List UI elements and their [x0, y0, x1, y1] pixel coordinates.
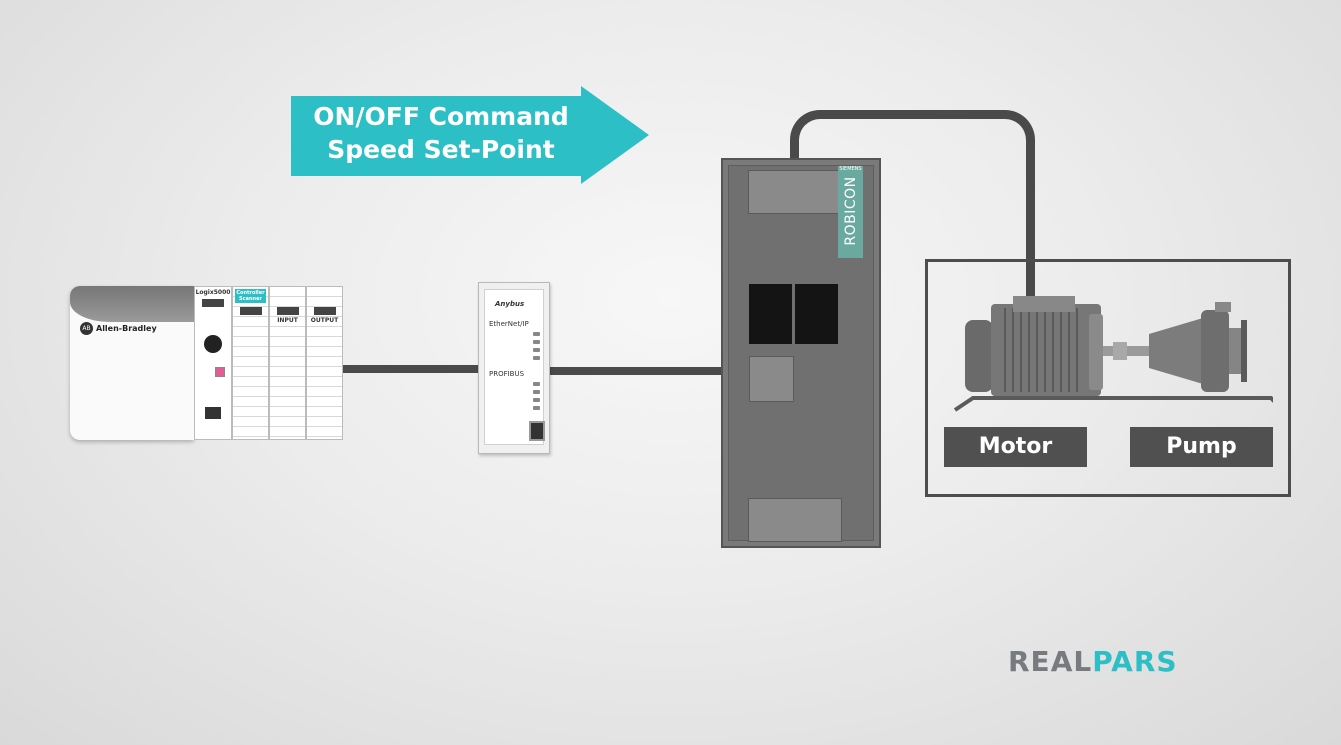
gateway-face: Anybus EtherNet/IP PROFIBUS — [484, 289, 544, 445]
realpars-logo: REALPARS — [1008, 645, 1178, 678]
logo-part-pars: PARS — [1092, 645, 1178, 678]
key-switch-icon — [204, 335, 222, 353]
controller-display — [202, 299, 224, 307]
led-icon — [533, 332, 540, 336]
scanner-tag: Controller Scanner — [235, 289, 266, 303]
arrow-line-2: Speed Set-Point — [327, 135, 555, 164]
motor-label: Motor — [944, 427, 1087, 467]
led-icon — [533, 356, 540, 360]
vfd-drive — [721, 158, 881, 548]
drive-display-left — [749, 284, 792, 344]
drive-bottom-vent — [748, 498, 842, 542]
input-label: INPUT — [270, 317, 305, 324]
base-rail — [953, 396, 1273, 412]
output-module: OUTPUT — [306, 286, 343, 440]
ethernet-port-icon — [205, 407, 221, 419]
input-module: INPUT — [269, 286, 306, 440]
pump-bearing-housing — [1149, 318, 1203, 384]
gateway-brand: Anybus — [495, 300, 525, 308]
led-icon — [533, 348, 540, 352]
drive-brand: ROBICON — [843, 176, 859, 246]
command-arrow-head — [581, 86, 649, 184]
led-icon — [533, 390, 540, 394]
led-icon — [533, 406, 540, 410]
status-indicator-icon — [215, 367, 225, 377]
plc-cover: AB Allen-Bradley — [70, 286, 194, 440]
controller-label: Logix5000 — [195, 289, 231, 296]
arrow-label: ON/OFF Command Speed Set-Point — [296, 100, 586, 166]
drive-maker: SIEMENS — [839, 166, 862, 172]
command-arrow — [291, 96, 583, 176]
wire-plc-gateway — [343, 365, 479, 373]
drive-keypad — [749, 356, 794, 402]
motor-pump-illustration — [953, 296, 1273, 412]
plc-brand: Allen-Bradley — [96, 324, 157, 333]
motor-pump-frame: Motor Pump — [925, 259, 1291, 497]
output-display — [314, 307, 336, 315]
anybus-gateway: Anybus EtherNet/IP PROFIBUS — [478, 282, 550, 454]
drive-display-right — [795, 284, 838, 344]
ethernet-label: EtherNet/IP — [489, 320, 529, 328]
drive-top-vent — [748, 170, 842, 214]
pump-inlet-flange — [1241, 320, 1247, 382]
motor-end-cap — [965, 320, 993, 392]
profibus-connector-icon — [529, 421, 545, 441]
drive-brand-strip: SIEMENS ROBICON — [838, 166, 863, 258]
terminal-box — [1013, 296, 1075, 312]
scanner-module: Controller Scanner — [232, 286, 269, 440]
motor-flange — [1089, 314, 1103, 390]
profibus-label: PROFIBUS — [489, 370, 525, 378]
input-display — [277, 307, 299, 315]
led-icon — [533, 398, 540, 402]
pump-label: Pump — [1130, 427, 1273, 467]
led-icon — [533, 340, 540, 344]
plc-cover-top — [70, 286, 194, 322]
wire-gateway-drive — [550, 367, 722, 375]
led-icon — [533, 382, 540, 386]
pump-inlet — [1229, 328, 1243, 374]
logo-part-real: REAL — [1008, 645, 1093, 678]
output-label: OUTPUT — [307, 317, 342, 324]
coupling — [1113, 342, 1127, 360]
allen-bradley-logo-icon: AB — [80, 322, 93, 335]
plc-controller: Logix5000 — [194, 286, 232, 440]
motor-fins — [1004, 308, 1078, 392]
scanner-display — [240, 307, 262, 315]
scanner-label: Controller Scanner — [236, 290, 265, 302]
arrow-line-1: ON/OFF Command — [313, 102, 569, 131]
pump-casing — [1201, 310, 1229, 392]
pump-outlet — [1215, 302, 1231, 312]
